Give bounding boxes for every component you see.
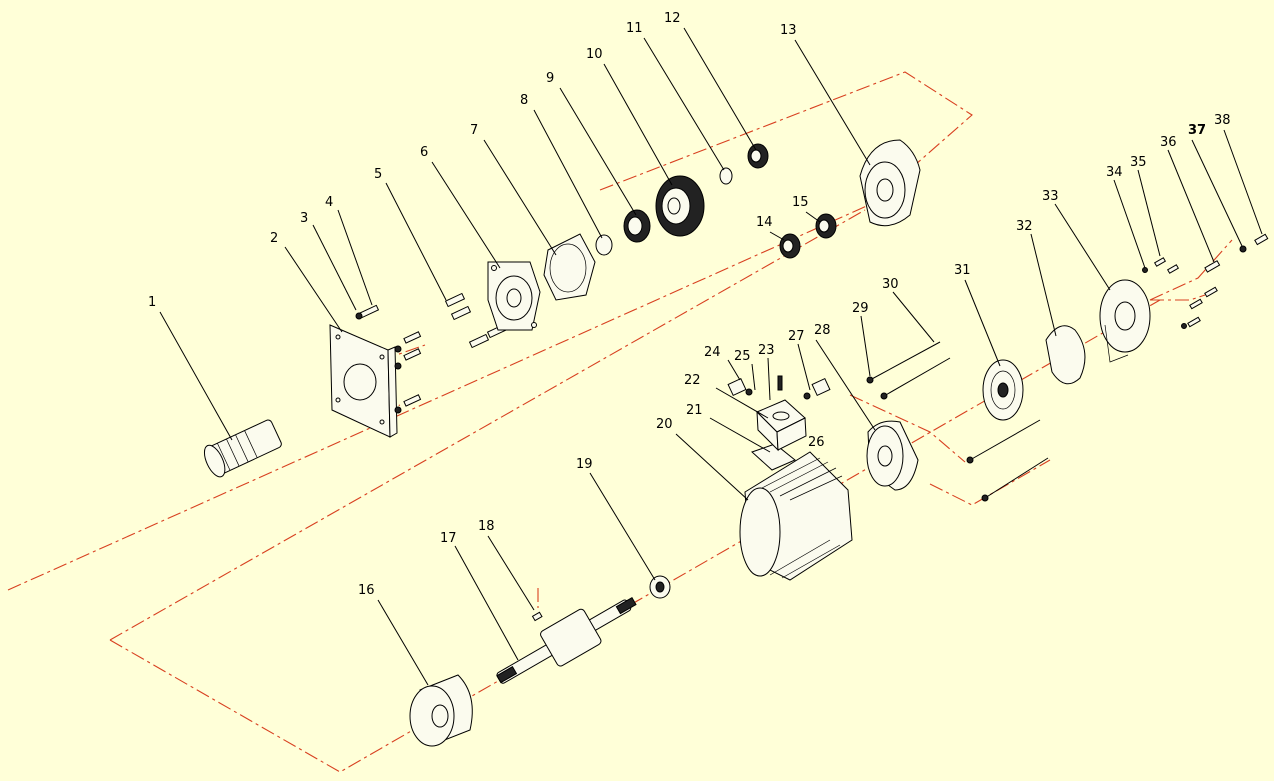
fan-cover — [1099, 279, 1151, 363]
label-17: 17 — [440, 531, 457, 546]
label-1: 1 — [148, 295, 156, 310]
cap-screw-lines-2 — [1150, 294, 1206, 301]
gearbox-housing — [859, 139, 921, 227]
cable-gland-left — [727, 377, 753, 397]
label-32: 32 — [1016, 219, 1033, 234]
label-28: 28 — [814, 323, 831, 338]
label-6: 6 — [420, 145, 428, 160]
bearing-19 — [649, 575, 671, 599]
spacer-ring — [595, 234, 613, 256]
tie-rods — [866, 341, 1049, 502]
label-23: 23 — [758, 343, 775, 358]
label-27: 27 — [788, 329, 805, 344]
label-35: 35 — [1130, 155, 1147, 170]
motor-housing — [739, 451, 853, 581]
label-2: 2 — [270, 231, 278, 246]
label-25: 25 — [734, 349, 751, 364]
bearing-14 — [779, 233, 801, 259]
mounting-plate — [329, 324, 398, 438]
label-8: 8 — [520, 93, 528, 108]
label-26: 26 — [808, 435, 825, 450]
label-38: 38 — [1214, 113, 1231, 128]
bearing-flange — [487, 261, 541, 331]
end-shield — [866, 420, 919, 491]
end-sleeve — [409, 674, 473, 747]
label-7: 7 — [470, 123, 478, 138]
label-15: 15 — [792, 195, 809, 210]
part-number-labels: 1 2 3 4 5 6 7 8 9 10 11 12 13 14 15 16 1… — [148, 11, 1231, 598]
bearing-15 — [815, 213, 837, 239]
bearing-12 — [747, 143, 769, 169]
label-19: 19 — [576, 457, 593, 472]
terminal-base — [751, 443, 796, 471]
label-37: 37 — [1188, 123, 1206, 138]
shaft-key — [531, 611, 543, 622]
junction-box — [756, 399, 807, 452]
label-31: 31 — [954, 263, 971, 278]
label-16: 16 — [358, 583, 375, 598]
label-13: 13 — [780, 23, 797, 38]
label-18: 18 — [478, 519, 495, 534]
label-33: 33 — [1042, 189, 1059, 204]
cable-gland-right — [803, 377, 831, 400]
assembly-centerlines — [7, 71, 1233, 773]
spur-gear — [655, 175, 705, 237]
parts — [203, 139, 1269, 747]
label-14: 14 — [756, 215, 773, 230]
upper-axis-line — [7, 199, 881, 591]
label-10: 10 — [586, 47, 603, 62]
label-5: 5 — [374, 167, 382, 182]
plate-screws — [355, 304, 422, 414]
clamp-ring — [1045, 325, 1086, 385]
label-29: 29 — [852, 301, 869, 316]
label-3: 3 — [300, 211, 308, 226]
rotor-shaft — [496, 596, 637, 684]
label-21: 21 — [686, 403, 703, 418]
cooling-fan — [982, 359, 1024, 421]
bearing-9 — [623, 209, 651, 243]
cover-screws — [1142, 233, 1269, 329]
bolt-return-line — [849, 394, 966, 463]
label-22: 22 — [684, 373, 701, 388]
leader-lines — [159, 27, 1263, 686]
label-36: 36 — [1160, 135, 1177, 150]
label-11: 11 — [626, 21, 643, 36]
label-20: 20 — [656, 417, 673, 432]
cap-screw-lines — [1149, 239, 1233, 301]
label-34: 34 — [1106, 165, 1123, 180]
label-24: 24 — [704, 345, 721, 360]
label-30: 30 — [882, 277, 899, 292]
label-9: 9 — [546, 71, 554, 86]
box-screw — [777, 375, 783, 391]
snap-ring — [719, 167, 733, 185]
pinion-gear — [203, 419, 282, 478]
lower-axis-line — [109, 209, 866, 641]
label-4: 4 — [325, 195, 333, 210]
label-12: 12 — [664, 11, 681, 26]
upper-return-line — [599, 71, 973, 201]
bolt-return-line-2 — [929, 459, 1051, 506]
gasket — [543, 233, 596, 301]
